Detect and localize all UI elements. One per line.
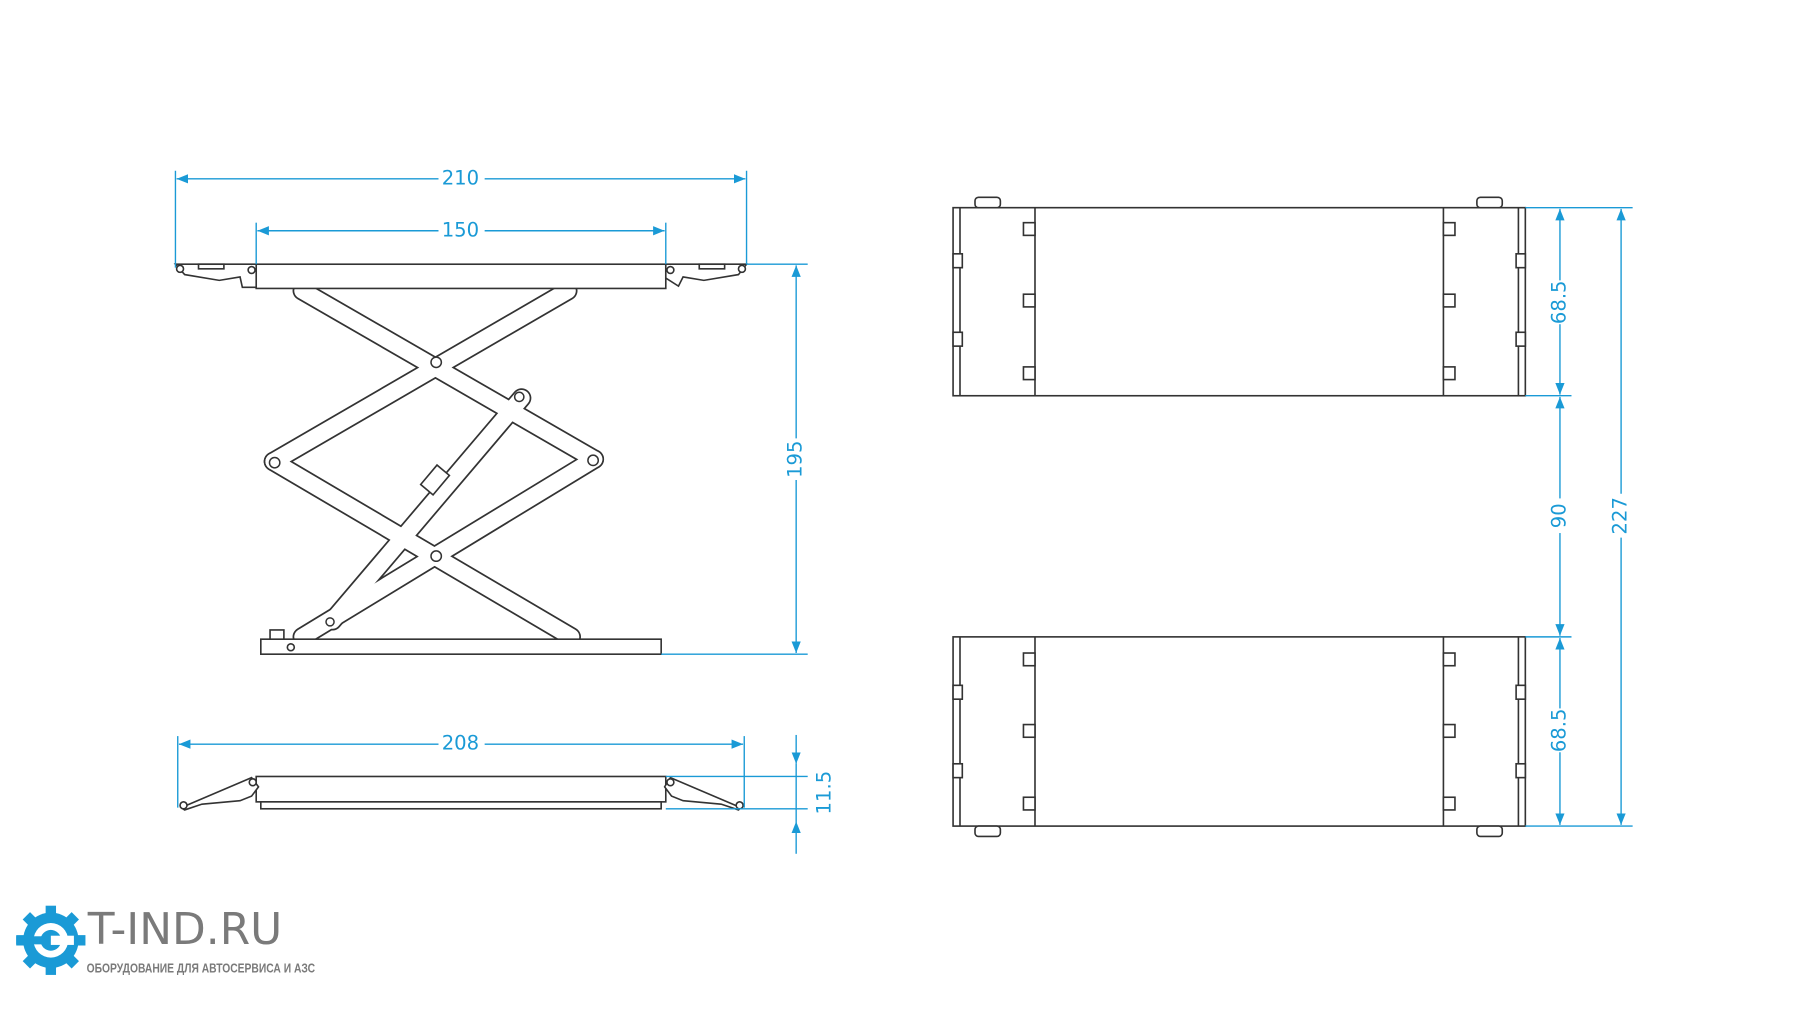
dimension-label: 11.5: [813, 771, 836, 815]
dimension-label: 227: [1609, 497, 1632, 534]
dimension-150: 150: [255, 218, 667, 265]
dimension-label: 68.5: [1547, 708, 1570, 752]
pivot-pin: [325, 617, 335, 627]
gear-wrench-icon: [16, 905, 86, 975]
dimension-label: 150: [442, 218, 479, 241]
logo-tagline: ОБОРУДОВАНИЕ ДЛЯ АВТОСЕРВИСА И АЗС: [87, 961, 316, 976]
dimension-68-5-upper: 68.5: [1547, 208, 1570, 395]
pivot-pin: [268, 456, 281, 469]
top-view-platform-lower: [952, 636, 1527, 838]
left-ramp: [179, 776, 260, 811]
dimension-label: 208: [442, 732, 479, 755]
scissor-arms: [263, 280, 605, 647]
dimension-label: 68.5: [1547, 280, 1570, 324]
dimension-label: 195: [784, 440, 807, 477]
cylinder-collar: [419, 463, 451, 497]
platform: [255, 775, 667, 803]
logo-name: T-IND.RU: [87, 904, 283, 955]
dimension-90: 90: [1547, 396, 1570, 636]
dimension-label: 210: [442, 166, 479, 189]
logo: T-IND.RU ОБОРУДОВАНИЕ ДЛЯ АВТОСЕРВИСА И …: [16, 904, 315, 976]
dimension-68-5-lower: 68.5: [1547, 638, 1570, 825]
pivot-pin: [513, 391, 525, 403]
pivot-pin: [587, 454, 600, 467]
side-view-lowered: [179, 775, 744, 811]
top-view-platform-upper: [952, 196, 1527, 397]
base-frame: [260, 801, 662, 810]
pivot-pin: [430, 356, 443, 369]
top-view-dimensions: 68.5 90 68.5 227: [1525, 206, 1633, 827]
pivot-pin: [430, 550, 443, 563]
right-ramp: [664, 263, 749, 288]
dimension-label: 90: [1547, 503, 1570, 528]
dimension-11-5: 11.5: [665, 734, 836, 854]
dimension-227: 227: [1609, 208, 1632, 825]
platform: [255, 263, 667, 290]
dimension-195: 195: [661, 263, 808, 655]
left-ramp: [173, 263, 258, 289]
dimension-208: 208: [177, 732, 745, 808]
right-ramp: [663, 776, 743, 811]
dimension-210: 210: [174, 166, 748, 268]
base-frame: [260, 638, 662, 655]
side-view-raised: [173, 263, 749, 655]
